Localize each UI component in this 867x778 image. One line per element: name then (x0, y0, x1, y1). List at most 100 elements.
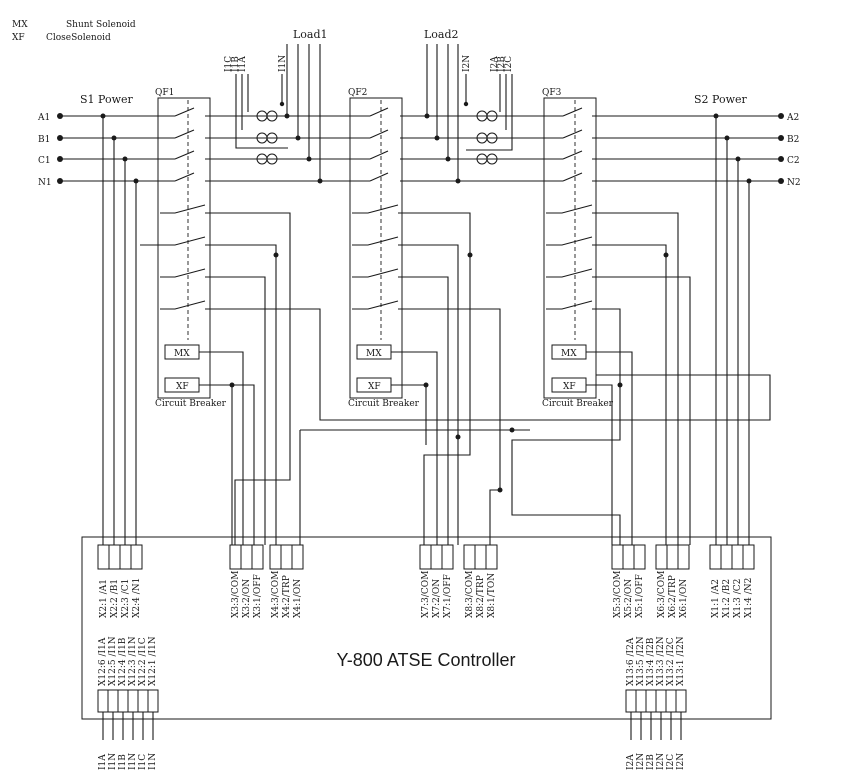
legend-mx-text: Shunt Solenoid (66, 20, 136, 30)
terminal-slot (675, 689, 687, 713)
wire-label: I1N (128, 753, 138, 770)
load1-wires (284, 44, 323, 184)
wire-label: I2N (676, 753, 686, 770)
terminal-slot (280, 544, 293, 570)
qf3-mx-text: MX (561, 349, 577, 359)
terminal-label: X3:1/OFF (253, 574, 263, 618)
qf2-caption: Circuit Breaker (348, 399, 420, 409)
terminal-label: X1:3 /C2 (733, 579, 743, 618)
load2-wires (424, 44, 461, 184)
controller-box (81, 536, 772, 720)
terminal-slot (97, 689, 109, 713)
terminal-slot (97, 544, 110, 570)
terminal-label: X1:2 /B2 (722, 579, 732, 618)
terminal-label: X6:1/ON (679, 579, 689, 618)
terminal-label: X8:1/TON (487, 573, 497, 618)
phase-label-a1: A1 (37, 113, 50, 123)
wire-label: I1N (108, 753, 118, 770)
terminal-label: X3:3/COM (231, 571, 241, 618)
phase-label-c1: C1 (38, 156, 51, 166)
terminal-label: X13:2 /I2C (666, 637, 676, 686)
terminal-slot (130, 544, 143, 570)
wire-label: I2N (656, 753, 666, 770)
legend-xf-text: CloseSolenoid (46, 33, 111, 43)
ct1-label-i1n: I1N (278, 55, 288, 72)
terminal-slot (622, 544, 635, 570)
legend-mx-code: MX (12, 20, 28, 30)
terminal-slot (430, 544, 443, 570)
s2-taps (713, 113, 752, 545)
terminal-slot (229, 544, 242, 570)
wire-label: I1N (148, 753, 158, 770)
qf1-caption: Circuit Breaker (155, 399, 227, 409)
terminal-label: X4:3/COM (271, 571, 281, 618)
terminal-slot (665, 689, 677, 713)
terminal-slot (291, 544, 304, 570)
terminal-slot (655, 689, 667, 713)
ct1-coil-b2 (266, 132, 278, 144)
s1-power-label: S1 Power (80, 93, 134, 106)
ct2-label-i2a: I2A (490, 56, 500, 72)
terminal-slot (633, 544, 646, 570)
phase-label-b2: B2 (787, 135, 799, 145)
terminal-label: X12:4 /I1B (118, 637, 128, 686)
terminal-label: X2:4 /N1 (132, 578, 142, 618)
ct2-coil-c2 (486, 153, 498, 165)
terminal-slot (720, 544, 733, 570)
wire-label: I1A (98, 754, 108, 770)
terminal-label: X2:1 /A1 (99, 579, 109, 618)
terminal-slot (611, 544, 624, 570)
terminal-slot (474, 544, 487, 570)
terminal-slot (137, 689, 149, 713)
phase-label-a2: A2 (786, 113, 799, 123)
terminal-label: X7:1/OFF (443, 574, 453, 618)
breaker-qf3: QF3 Circuit Breaker MX XF (542, 88, 614, 409)
terminal-slot (666, 544, 679, 570)
terminal-slot (119, 544, 132, 570)
qf3-label: QF3 (542, 88, 562, 98)
control-wiring (140, 212, 771, 546)
terminal-label: X2:3 /C1 (121, 579, 131, 618)
terminal-label: X5:2/ON (624, 579, 634, 618)
terminal-slot (731, 544, 744, 570)
main-buses (57, 113, 784, 184)
terminal-slot (117, 689, 129, 713)
terminal-label: X5:3/COM (613, 571, 623, 618)
ct2-label-i2b: I2B (497, 56, 507, 72)
legend-xf-code: XF (12, 33, 25, 43)
terminal-label: X13:1 /I2N (676, 636, 686, 686)
wire-label: I1B (118, 754, 128, 770)
terminal-slot (107, 689, 119, 713)
wire-label: I2C (666, 754, 676, 770)
terminal-label: X8:3/COM (465, 571, 475, 618)
terminal-slot (742, 544, 755, 570)
terminal-label: X7:3/COM (421, 571, 431, 618)
terminal-slot (463, 544, 476, 570)
ct1-label-i1a: I1A (238, 56, 248, 72)
ct1-group: I1C I1B I1A I1N (224, 55, 288, 165)
ct2-coil-a2 (486, 110, 498, 122)
phase-label-b1: B1 (38, 135, 50, 145)
terminal-slot (485, 544, 498, 570)
terminal-label: X13:6 /I2A (626, 637, 636, 686)
terminal-label: X8:2/TRP (476, 575, 486, 618)
terminal-slot (108, 544, 121, 570)
terminal-slot (645, 689, 657, 713)
breaker-qf2: QF2 Circuit Breaker MX XF (348, 88, 420, 409)
qf2-mx-text: MX (366, 349, 382, 359)
terminal-slot (127, 689, 139, 713)
terminal-label: X12:5 /I1N (108, 636, 118, 686)
terminal-label: X4:1/ON (293, 579, 303, 618)
terminal-slot (269, 544, 282, 570)
terminal-label: X1:4 /N2 (744, 578, 754, 618)
breaker-qf1: QF1 Circuit Breaker MX XF (155, 88, 227, 409)
ct1-label-i1c: I1C (224, 56, 234, 72)
terminal-label: X1:1 /A2 (711, 579, 721, 618)
terminal-slot (441, 544, 454, 570)
qf2-label: QF2 (348, 88, 367, 98)
terminal-label: X12:6 /I1A (98, 637, 108, 686)
terminal-label: X12:1 /I1N (148, 636, 158, 686)
ct1-label-i1b: I1B (231, 56, 241, 72)
